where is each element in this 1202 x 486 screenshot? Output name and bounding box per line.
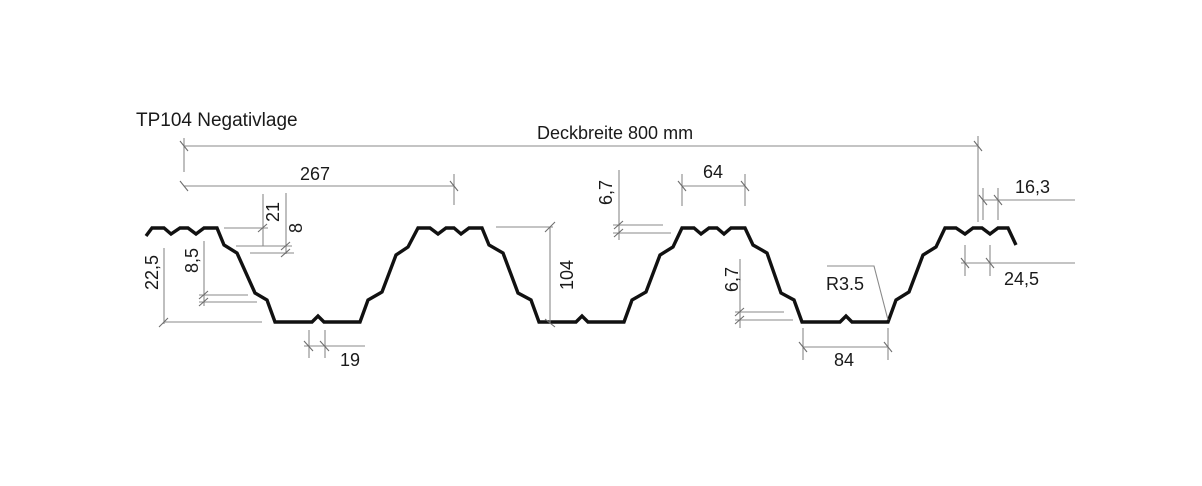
dimension-cover-width: Deckbreite 800 mm — [179, 123, 983, 222]
dimension-edge-24-5: 24,5 — [960, 245, 1075, 289]
stiffener-21-label: 21 — [263, 202, 283, 222]
web-step-6-7-label: 6,7 — [722, 267, 742, 292]
dimension-rib-top-width: 64 — [677, 162, 750, 206]
bottom-stiffener-19-label: 19 — [340, 350, 360, 370]
top-step-6-7-label: 6,7 — [596, 180, 616, 205]
step-8-5-label: 8,5 — [182, 248, 202, 273]
trapezoidal-profile-outline — [144, 226, 1018, 324]
pitch-label: 267 — [300, 164, 330, 184]
dimension-pitch: 267 — [179, 164, 459, 205]
dimension-profile-height: 104 — [496, 221, 577, 328]
rib-top-width-label: 64 — [703, 162, 723, 182]
dimension-bottom-flange-width: 84 — [798, 328, 893, 370]
edge-24-5-label: 24,5 — [1004, 269, 1039, 289]
step-22-5-label: 22,5 — [142, 255, 162, 290]
cover-width-label: Deckbreite 800 mm — [537, 123, 693, 143]
edge-16-3-label: 16,3 — [1015, 177, 1050, 197]
profile-height-label: 104 — [557, 260, 577, 290]
bottom-flange-width-label: 84 — [834, 350, 854, 370]
dimension-stiffener-21-8: 21 8 — [224, 193, 306, 258]
dimension-web-step-6-7: 6,7 — [722, 259, 793, 328]
dimension-top-step-6-7: 6,7 — [596, 170, 671, 240]
stiffener-8-label: 8 — [286, 223, 306, 233]
dimension-steps-22-5-8-5: 22,5 8,5 — [142, 241, 262, 328]
dimension-bottom-stiffener-19: 19 — [303, 330, 365, 370]
radius-label: R3.5 — [826, 274, 864, 294]
drawing-title: TP104 Negativlage — [136, 110, 298, 131]
dimension-radius: R3.5 — [826, 265, 889, 321]
dimension-edge-16-3: 16,3 — [978, 177, 1075, 220]
